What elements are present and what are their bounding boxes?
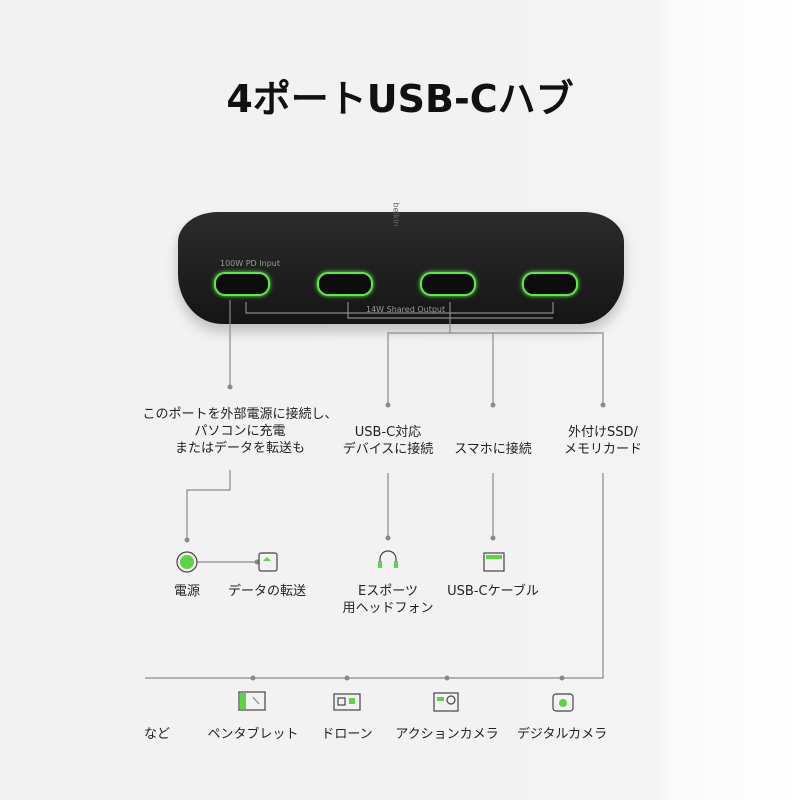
callout-line: パソコンに充電 xyxy=(194,424,286,439)
phone-callout: スマホに接続 xyxy=(454,442,532,457)
input-label: 100W PD Input xyxy=(220,259,280,268)
callout-line: USB-C対応 xyxy=(354,425,422,440)
cable-icon xyxy=(483,552,505,572)
page-title: 4ポートUSB-Cハブ xyxy=(226,77,574,121)
headphone-label: Eスポーツ 用ヘッドフォン xyxy=(328,583,448,617)
callout-line: デバイスに接続 xyxy=(342,442,434,457)
usb-c-port-2 xyxy=(420,272,476,296)
ssd-callout: 外付けSSD/ メモリカード xyxy=(553,424,653,458)
action-camera-label: アクションカメラ xyxy=(395,727,499,742)
input-callout: このポートを外部電源に接続し、 パソコンに充電 またはデータを転送も xyxy=(140,406,340,457)
power-label: 電源 xyxy=(173,584,200,599)
output-label: 14W Shared Output xyxy=(366,305,446,314)
digital-camera-label: デジタルカメラ xyxy=(516,727,608,742)
usb-c-port-3 xyxy=(522,272,578,296)
callout-line: このポートを外部電源に接続し、 xyxy=(142,407,338,422)
power-icon xyxy=(176,551,198,573)
action-camera-icon xyxy=(433,692,459,712)
callout-line: 外付けSSD/ xyxy=(568,425,638,440)
usb-c-port-input xyxy=(214,272,270,296)
digital-camera-icon xyxy=(552,693,574,712)
drone-icon xyxy=(333,693,361,711)
usbc-device-callout: USB-C対応 デバイスに接続 xyxy=(330,424,446,458)
label-line: 用ヘッドフォン xyxy=(342,601,434,616)
tablet-label: ペンタブレット xyxy=(207,727,299,742)
callout-line: メモリカード xyxy=(563,442,642,457)
tablet-icon xyxy=(238,691,266,711)
drone-label: ドローン xyxy=(321,727,373,742)
headphone-icon xyxy=(378,550,398,568)
cable-label: USB-Cケーブル xyxy=(447,584,539,599)
etc-label: など xyxy=(143,727,170,742)
usb-c-port-1 xyxy=(317,272,373,296)
usb-c-hub-image xyxy=(178,212,624,324)
label-line: Eスポーツ xyxy=(358,584,418,599)
callout-line: またはデータを転送も xyxy=(174,441,305,456)
drive-icon xyxy=(258,552,278,572)
data-transfer-label: データの転送 xyxy=(227,584,306,599)
